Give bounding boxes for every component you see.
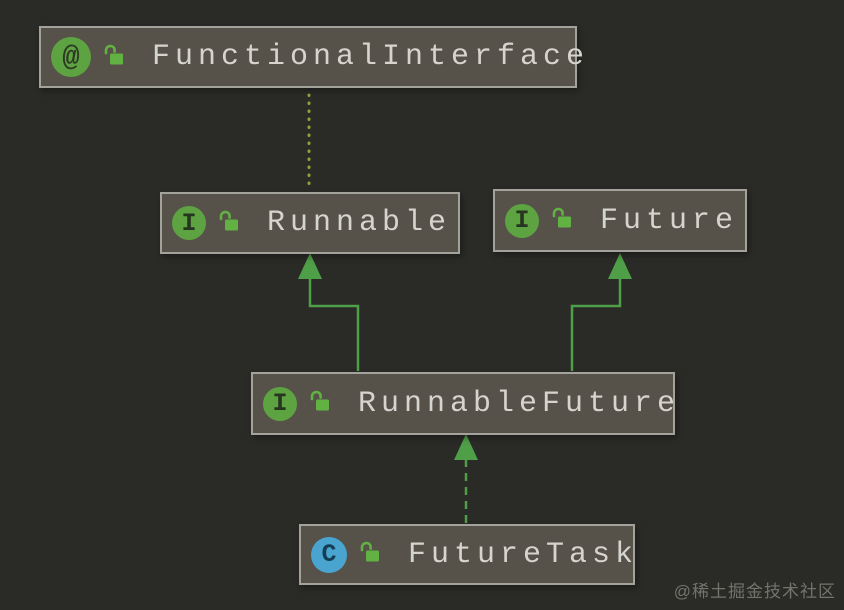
node-label: Future bbox=[600, 203, 739, 238]
node-functionalinterface[interactable]: @ FunctionalInterface bbox=[39, 26, 584, 88]
watermark: @稀土掘金技术社区 bbox=[673, 582, 836, 601]
interface-icon: I bbox=[172, 206, 206, 240]
arrowhead-runnable bbox=[298, 253, 322, 279]
class-icon: C bbox=[311, 536, 347, 573]
arrowhead-future bbox=[608, 253, 632, 279]
node-runnable[interactable]: I Runnable bbox=[160, 192, 460, 254]
node-label: Runnable bbox=[267, 206, 452, 240]
interface-icon: I bbox=[263, 386, 297, 421]
edge-runnablefuture-future bbox=[570, 279, 622, 371]
annotation-icon: @ bbox=[51, 37, 91, 77]
node-futuretask[interactable]: C FutureTask bbox=[299, 524, 635, 585]
edge-runnablefuture-runnable bbox=[308, 279, 360, 371]
unlock-icon bbox=[217, 209, 241, 238]
unlock-icon bbox=[102, 43, 126, 72]
node-future[interactable]: I Future bbox=[493, 189, 747, 252]
unlock-icon bbox=[550, 206, 574, 235]
unlock-icon bbox=[358, 540, 382, 569]
unlock-icon bbox=[308, 389, 332, 418]
arrowhead-runnablefuture bbox=[454, 434, 478, 460]
interface-icon: I bbox=[505, 203, 539, 238]
node-label: FunctionalInterface bbox=[152, 40, 590, 74]
node-label: FutureTask bbox=[408, 537, 639, 572]
node-label: RunnableFuture bbox=[358, 386, 681, 421]
node-runnablefuture[interactable]: I RunnableFuture bbox=[251, 372, 675, 435]
